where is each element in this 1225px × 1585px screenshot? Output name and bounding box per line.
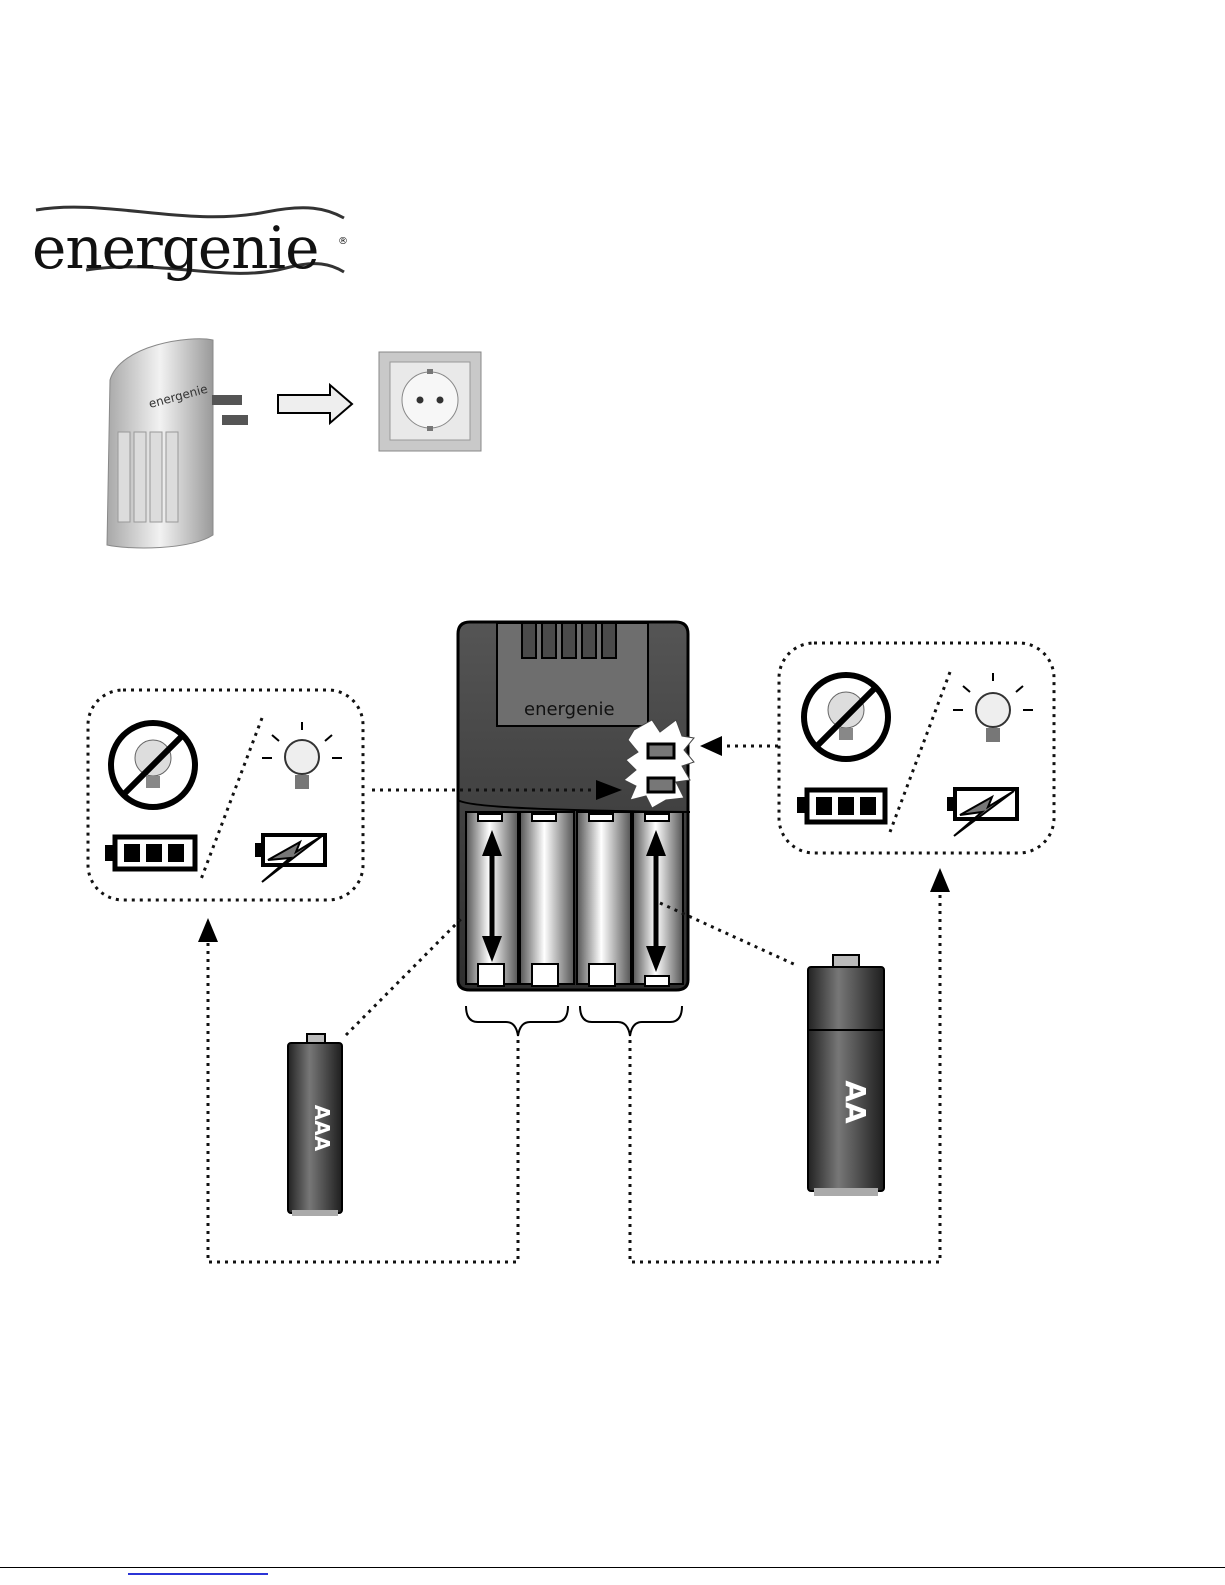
battery-aa-label: AA xyxy=(839,1080,872,1124)
wall-socket-icon xyxy=(379,352,481,451)
bulb-on-icon xyxy=(953,673,1033,742)
bracket-aaa xyxy=(466,1006,568,1036)
status-box-right xyxy=(779,643,1054,853)
battery-charging-icon xyxy=(947,789,1017,836)
bracket-aa xyxy=(580,1006,682,1036)
footer-link-underline xyxy=(128,1573,268,1575)
battery-aa: AA xyxy=(808,955,884,1196)
bulb-off-icon xyxy=(804,675,888,759)
charger-top-view: energenie xyxy=(458,622,694,990)
charger-label: energenie xyxy=(524,699,615,720)
bulb-off-icon xyxy=(111,723,195,807)
battery-charging-icon xyxy=(255,835,325,882)
battery-full-icon xyxy=(797,790,885,822)
battery-aaa: AAA xyxy=(288,1034,342,1216)
battery-aaa-label: AAA xyxy=(310,1105,334,1152)
arrow-right-icon xyxy=(278,385,352,423)
bulb-on-icon xyxy=(262,722,342,789)
status-box-left xyxy=(88,690,363,900)
battery-full-icon xyxy=(105,837,195,869)
footer-divider xyxy=(0,1567,1225,1568)
charger-photo: energenie xyxy=(107,339,248,548)
